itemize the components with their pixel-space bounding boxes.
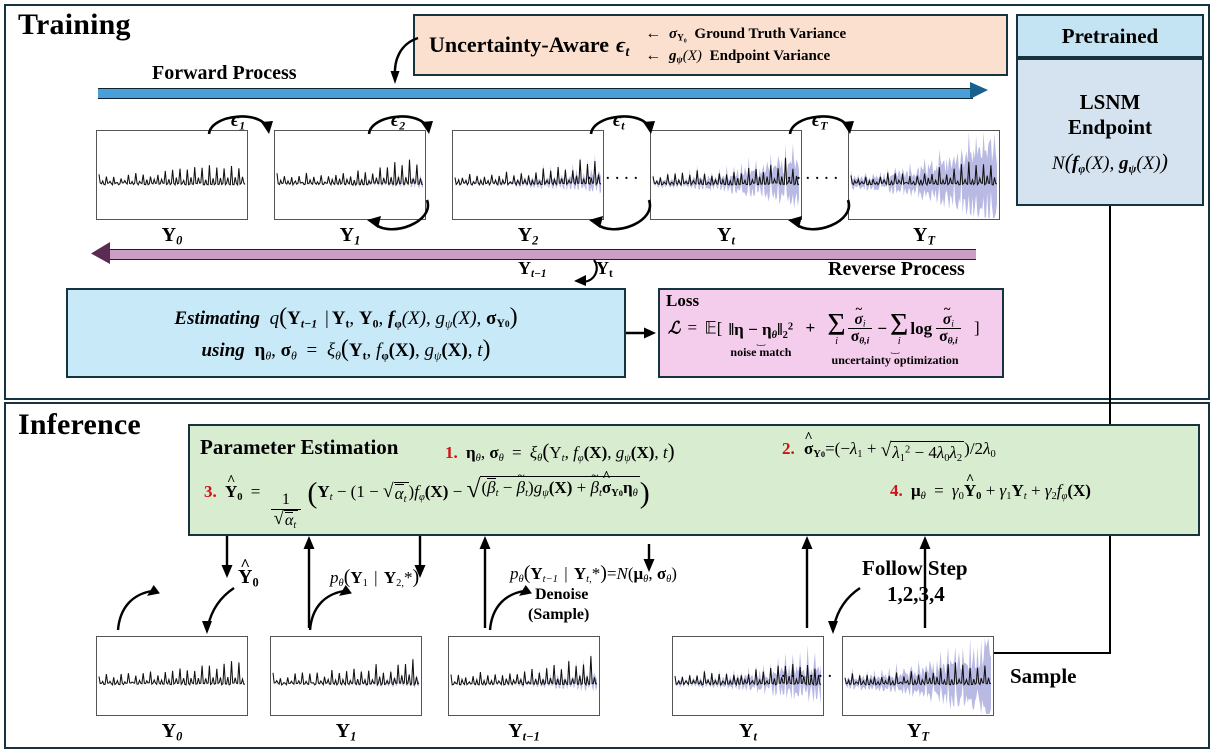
param-step-4: 4. μθ = γ0Y0 + γ1Yt + γ2fφ(X) [890,481,1091,502]
pretrained-box: Pretrained [1016,14,1204,58]
forward-process-bar [98,88,973,99]
denoise-curve-4-icon [828,587,861,634]
estimating-to-loss-arrow-icon [626,327,656,339]
timeseries-plot [452,130,604,220]
denoise-curve-1-icon [116,584,160,631]
timeseries-plot [448,636,600,716]
sample-connector-horizontal [985,652,1111,654]
timeseries-plot-label: Y0 [161,720,183,744]
noise-label-3: ϵt [613,110,625,133]
timeseries-plot-label: Y2 [517,224,539,248]
training-ellipsis: ······ [586,168,642,189]
endpoint-variance-line: ← gψ(X) Endpoint Variance [645,47,831,66]
reverse-process-arrowhead-icon [91,242,110,264]
timeseries-plot [650,130,802,220]
training-section-title: Training [18,8,131,41]
timeseries-plot-label: Yt−1 [508,720,540,744]
timeseries-plot-label: Yt [739,720,757,744]
reverse-arc-2 [589,199,652,231]
endpoint-distribution: N(fφ(X), gψ(X)) [1052,148,1168,175]
timeseries-plot-label: Y0 [161,224,183,248]
noise-label-4: ϵT [812,110,828,133]
noise-arc-4 [788,115,854,135]
loss-formula: ℒ = 𝔼[ ‖η − ηθ‖22 ⏟ noise match + Σi σi … [668,309,980,366]
timeseries-plot-label: YT [906,720,930,744]
noise-arc-3 [589,115,655,135]
timeseries-plot-label: YT [912,224,936,248]
forward-process-label: Forward Process [152,62,297,84]
yt1-to-param-arrow-icon [479,536,491,628]
reverse-step-source-label: Yt−1 [518,258,547,281]
timeseries-plot [96,636,248,716]
inference-ellipsis: ······ [780,666,836,687]
denoise-label: Denoise [535,586,589,603]
lsnm-endpoint-box: LSNM Endpoint N(fφ(X), gψ(X)) [1016,58,1204,206]
timeseries-plot [96,130,248,220]
denoise-sample-label: (Sample) [528,606,590,623]
estimating-line-2: using ηθ, σθ = ξθ(Yt, fφ(X), gψ(X), t) [201,335,491,362]
p-theta-yt-annotation: pθ(Yt−1 | Yt,*)=N(μθ, σθ) [510,562,677,585]
timeseries-plot [270,636,422,716]
yhat0-annotation: Y0 [238,566,259,589]
follow-step-label-line2: 1,2,3,4 [887,582,945,606]
loss-box: Loss ℒ = 𝔼[ ‖η − ηθ‖22 ⏟ noise match + Σ… [658,288,1004,378]
follow-step-label-line1: Follow Step [862,556,968,580]
timeseries-plot [672,636,824,716]
inference-section-title: Inference [18,408,141,441]
endpoint-label: Endpoint [1067,114,1153,139]
parameter-estimation-box: Parameter Estimation 1. ηθ, σθ = ξθ(Yt, … [188,424,1200,536]
denoise-curve-2-icon [308,584,352,631]
denoise-curve-3-icon [488,584,532,631]
training-ellipsis: ······ [786,168,842,189]
param-step-3: 3. Y0 = 1 √αt (Yt − (1 − √αt)fφ(X) − √(β… [204,476,650,530]
timeseries-plot-label: Y1 [335,720,357,744]
reverse-arc-3 [788,199,851,231]
pretrained-label: Pretrained [1061,23,1159,48]
ground-truth-variance-line: ← σY₀ Ground Truth Variance [645,25,847,44]
reverse-step-target-label: Yt [596,258,613,281]
uncertainty-arrow-icon [390,36,419,84]
noise-label-1: ϵ1 [231,110,246,133]
noise-arc-1 [207,115,273,135]
timeseries-plot-label: Yt [717,224,735,248]
p-theta-y1-annotation: pθ(Y1 | Y2,*) [330,566,420,589]
param-step-1: 1. ηθ, σθ = ξθ(Yt, fφ(X), gψ(X), t) [445,439,675,464]
reverse-process-label: Reverse Process [828,258,965,280]
timeseries-plot [274,130,426,220]
timeseries-plot [848,130,1000,220]
reverse-arc-1 [367,199,430,231]
yt-to-param-arrow-icon [801,536,813,628]
parameter-estimation-title: Parameter Estimation [200,435,399,459]
noise-arc-2 [367,115,433,135]
training-section-frame [4,4,1210,400]
param-to-y0-arrow-icon [221,536,233,578]
loss-title: Loss [666,291,700,310]
reverse-step-curve-icon [574,259,598,286]
lsnm-label: LSNM [1079,89,1141,114]
timeseries-plot-label: Y1 [339,224,361,248]
forward-process-arrowhead-icon [970,82,988,99]
timeseries-plot [842,636,994,716]
denoise-down-arrow-icon [643,544,655,572]
noise-label-2: ϵ2 [391,110,406,133]
y1-to-param-arrow-icon [303,536,315,628]
sample-label: Sample [1010,664,1077,688]
denoise-curve-5-icon [202,587,235,634]
param-step-2: 2. σY0=(−λ1 + √λ12 − 4λ0λ2)/2λ0 [782,439,996,463]
estimating-box: Estimating q(Yt−1 |Yt, Y0, fφ(X), gψ(X),… [66,288,626,378]
param-to-y1-arrow-icon [414,536,426,578]
inference-section-frame [4,402,1210,749]
reverse-process-bar [110,249,976,260]
yT-to-param-arrow-icon [919,536,931,628]
estimating-line-1: Estimating q(Yt−1 |Yt, Y0, fφ(X), gψ(X),… [174,303,518,330]
